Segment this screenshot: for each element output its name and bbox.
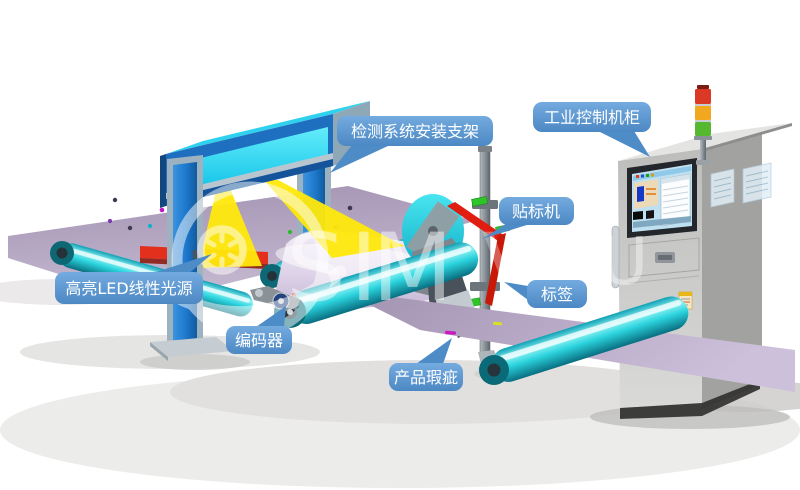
callout-tail [598, 131, 650, 157]
gantry-foot-plate [150, 337, 234, 357]
right-roller [479, 296, 689, 385]
cabinet-handle [611, 225, 620, 289]
callout-tail [504, 282, 528, 300]
callout-bubble [337, 116, 493, 146]
tower-lamp-red [695, 89, 711, 104]
watermark-letter-m: M [372, 214, 453, 323]
tower-lamp-amber [695, 106, 711, 120]
callout-tail [330, 145, 390, 173]
callout-text: 检测系统安装支架 [351, 122, 479, 141]
monitor-screen-content [633, 166, 691, 228]
callout-labeler: 贴标机 [482, 197, 574, 239]
callout-text: 编码器 [235, 331, 283, 350]
callout-text: 标签 [541, 285, 573, 304]
callout-defect: 产品瑕疵 [389, 338, 463, 391]
callout-cabinet: 工业控制机柜 [533, 102, 651, 157]
defect-mark-magenta [445, 330, 457, 335]
callout-bubble [55, 272, 203, 304]
callout-bracket: 检测系统安装支架 [330, 116, 493, 173]
cabinet-monitor [627, 158, 697, 238]
callout-encoder: 编码器 [226, 306, 292, 354]
floating-cards [710, 162, 772, 208]
callout-bubble [389, 363, 463, 391]
watermark-text: S I M V U [286, 214, 648, 323]
callout-tag: 标签 [504, 280, 587, 308]
callout-tail [256, 306, 286, 327]
callout-text: 贴标机 [512, 202, 560, 221]
cabinet-drawer [628, 237, 700, 278]
callout-bubble [533, 102, 651, 132]
callout-bubble [226, 326, 292, 354]
callout-text: 高亮LED线性光源 [65, 279, 192, 298]
callout-tail [482, 224, 530, 239]
tower-lamp-green [695, 122, 711, 136]
aperture-icon [197, 225, 247, 275]
callout-text: 工业控制机柜 [544, 108, 640, 127]
label-ribbon [447, 202, 505, 243]
signal-tower-light [694, 85, 712, 165]
callout-text: 产品瑕疵 [394, 368, 458, 387]
callout-bubble [527, 280, 587, 308]
callout-led: 高亮LED线性光源 [55, 254, 212, 304]
callout-tail [150, 254, 212, 274]
callout-bubble [499, 197, 574, 225]
callout-tail [416, 338, 452, 364]
watermark-letter-u: U [600, 223, 648, 300]
defect-mark-yellow [492, 321, 502, 326]
watermark-letter-i: I [350, 214, 378, 323]
watermark-letter-s: S [286, 214, 346, 323]
